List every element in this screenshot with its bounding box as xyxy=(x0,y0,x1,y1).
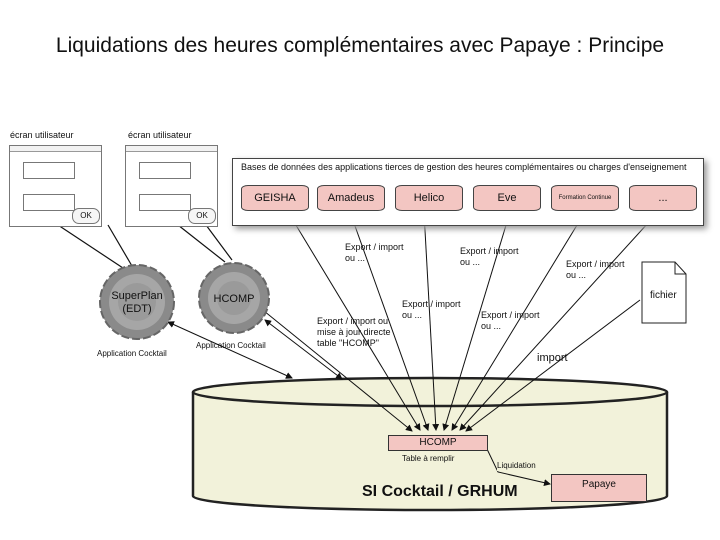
annotation-export-2: Export / import ou ... xyxy=(460,246,519,267)
databases-heading: Bases de données des applications tierce… xyxy=(241,162,687,172)
hcomp-app-name: HCOMP xyxy=(213,293,255,305)
annotation-import: import xyxy=(537,352,568,364)
annotation-export-1: Export / import ou ... xyxy=(345,242,404,263)
gear-icon xyxy=(198,262,270,334)
superplan-app: SuperPlan (EDT) xyxy=(96,262,178,347)
page-title: Liquidations des heures complémentaires … xyxy=(55,34,665,57)
screen-1-field-2[interactable] xyxy=(23,194,75,211)
db-geisha: GEISHA xyxy=(241,185,309,211)
screen-1-label: écran utilisateur xyxy=(10,130,74,140)
db-eve: Eve xyxy=(473,185,541,211)
papaye-box: Papaye xyxy=(551,474,647,502)
file-icon xyxy=(641,261,687,324)
db-helico: Helico xyxy=(395,185,463,211)
user-screen-2 xyxy=(125,145,218,227)
liquidation-label: Liquidation xyxy=(497,461,536,471)
screen-2-label: écran utilisateur xyxy=(128,130,192,140)
superplan-caption: Application Cocktail xyxy=(97,349,167,358)
annotation-export-6: Export / import ou ... xyxy=(481,310,540,331)
superplan-name: SuperPlan (EDT) xyxy=(111,290,163,315)
db-amadeus: Amadeus xyxy=(317,185,385,211)
screen-2-field-2[interactable] xyxy=(139,194,191,211)
screen-1-ok-button[interactable]: OK xyxy=(72,208,100,224)
import-arrows xyxy=(247,211,659,432)
gear-icon xyxy=(99,264,175,340)
annotation-export-4: Export / import ou mise à jour directe t… xyxy=(317,316,391,348)
hcomp-app: HCOMP xyxy=(196,260,272,341)
file-label: fichier xyxy=(650,290,677,301)
annotation-export-5: Export / import ou ... xyxy=(402,299,461,320)
hcomp-table: HCOMP xyxy=(388,435,488,451)
db-formation-continue: Formation Continue xyxy=(551,185,619,211)
third-party-databases-panel: Bases de données des applications tierce… xyxy=(232,158,704,226)
system-name: SI Cocktail / GRHUM xyxy=(362,483,518,500)
hcomp-table-caption: Table à remplir xyxy=(402,454,455,463)
screen-links xyxy=(57,224,233,271)
screen-2-ok-button[interactable]: OK xyxy=(188,208,216,224)
db-more: ... xyxy=(629,185,697,211)
screen-2-field-1[interactable] xyxy=(139,162,191,179)
app-links xyxy=(167,319,343,380)
hcomp-app-caption: Application Cocktail xyxy=(196,341,266,350)
annotation-export-3: Export / import ou ... xyxy=(566,259,625,280)
screen-1-field-1[interactable] xyxy=(23,162,75,179)
liquidation-arrow xyxy=(486,448,551,487)
